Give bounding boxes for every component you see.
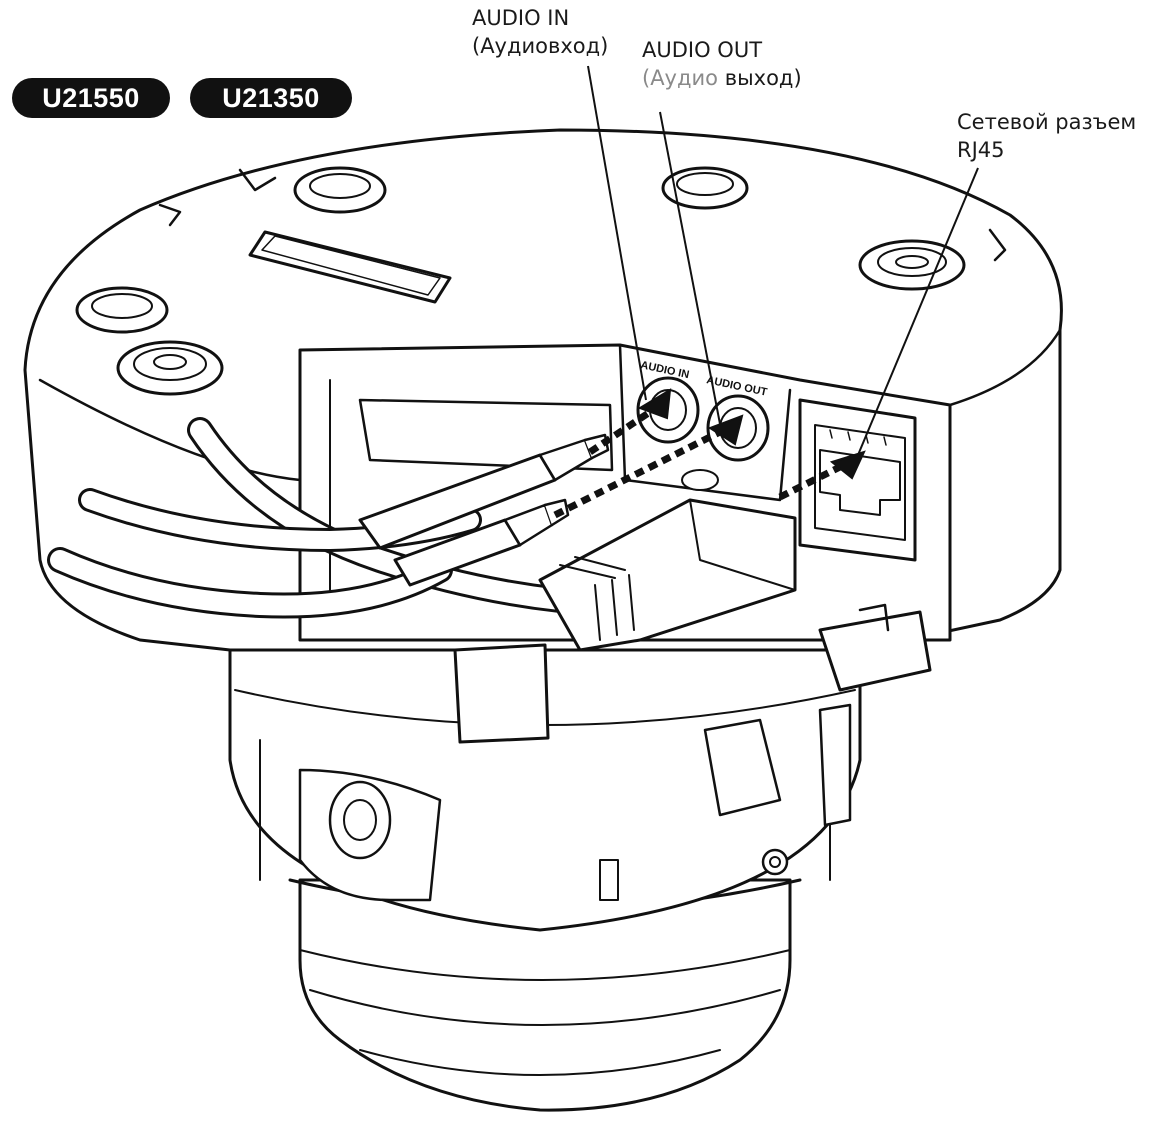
mount-hole-1 [293, 166, 387, 214]
label-slot [248, 230, 452, 304]
mount-hole-3 [858, 239, 966, 291]
rj45-port [798, 398, 917, 562]
mount-hole-2 [661, 166, 749, 210]
callout-audio-out-line2-gray: (Аудио [642, 66, 719, 90]
insert-arrows [553, 388, 866, 519]
leader-audio-in [587, 65, 647, 401]
model-badge-u21350: U21350 [190, 78, 352, 118]
front-clip [453, 603, 932, 744]
callout-audio-in: AUDIO IN (Аудиовход) [472, 4, 608, 60]
arrow-audio-out-head [707, 414, 744, 446]
lower-housing [228, 638, 862, 932]
leader-network [857, 167, 979, 456]
callout-audio-out-line2: (Аудио выход) [642, 64, 802, 92]
callout-audio-in-line1: AUDIO IN [472, 6, 570, 30]
mount-hole-5 [116, 340, 224, 396]
cable-bundle [47, 417, 573, 619]
leader-lines [587, 65, 979, 456]
arrow-audio-in-head [637, 388, 672, 420]
leader-audio-out [659, 111, 721, 425]
callout-audio-in-line2: (Аудиовход) [472, 34, 609, 58]
model-badge-u21550: U21550 [12, 78, 170, 118]
callout-audio-out-line2-rest: выход) [718, 66, 802, 90]
rj45-plug [538, 498, 797, 652]
callout-audio-out: AUDIO OUT (Аудио выход) [642, 36, 802, 92]
arrow-audio-in [588, 409, 652, 455]
arrow-network-head [829, 450, 866, 480]
callout-network-line2: RJ45 [957, 138, 1005, 162]
mount-hole-4 [75, 286, 169, 334]
callout-audio-out-line1: AUDIO OUT [642, 38, 763, 62]
callout-network: Сетевой разъем RJ45 [957, 108, 1136, 164]
callout-network-line1: Сетевой разъем [957, 110, 1137, 134]
arrow-audio-out [553, 428, 722, 519]
arrow-network [778, 463, 842, 501]
